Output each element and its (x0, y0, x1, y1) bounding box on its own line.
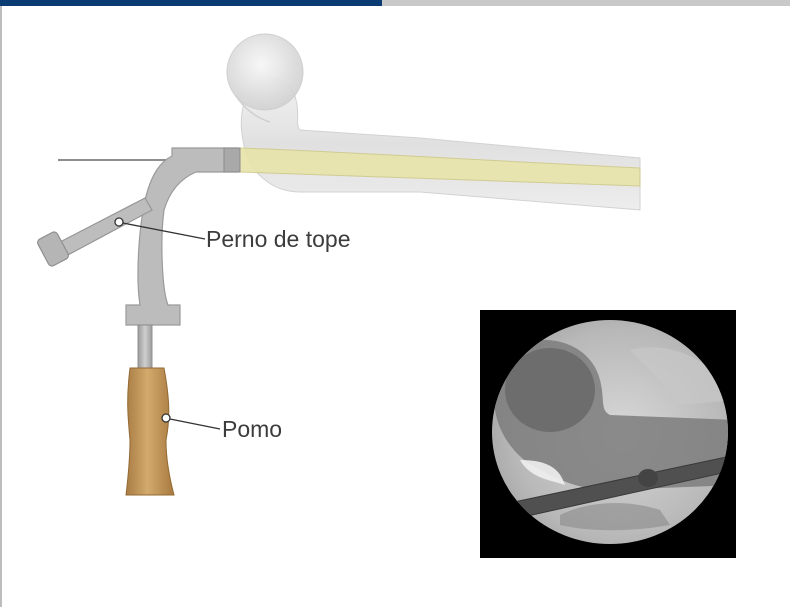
femur-bone-illustration (227, 34, 640, 210)
fluoroscopy-image (480, 310, 736, 558)
insertion-handle-illustration (36, 148, 240, 495)
knob-label: Pomo (222, 416, 282, 443)
stop-bolt-label: Perno de tope (206, 226, 351, 253)
callout-leader-knob (162, 414, 220, 429)
